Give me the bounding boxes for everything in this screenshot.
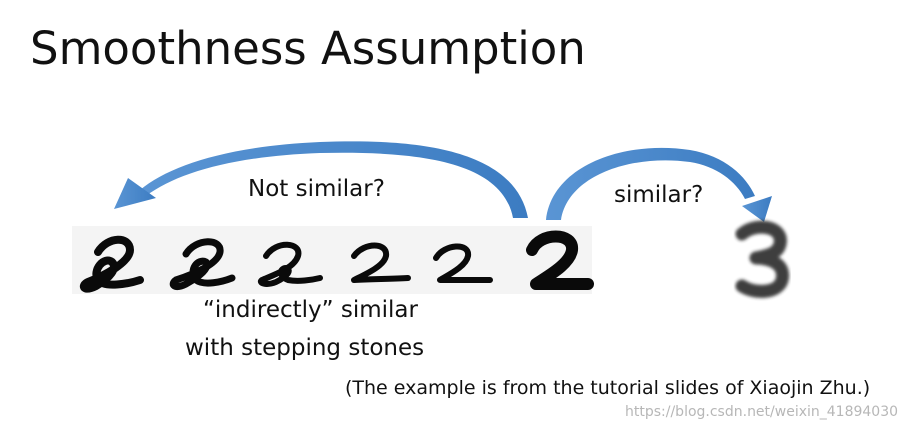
- similar-arrowhead: [742, 196, 772, 222]
- source-note: (The example is from the tutorial slides…: [345, 377, 871, 399]
- not-similar-arrow-shaft: [140, 141, 528, 218]
- watermark: https://blog.csdn.net/weixin_41894030: [625, 404, 899, 420]
- digit-sequence: [79, 230, 594, 293]
- slide-title: Smoothness Assumption: [30, 22, 586, 75]
- digit-2-step-2: [169, 238, 236, 290]
- digit-strip: [72, 226, 592, 294]
- not-similar-arrow: [114, 141, 528, 218]
- not-similar-label: Not similar?: [248, 176, 385, 202]
- digit-3-target: [735, 220, 790, 298]
- digit-2-step-6: [526, 230, 594, 290]
- digit-2-step-1: [79, 235, 144, 293]
- stepping-stones-caption-line1: “indirectly” similar: [203, 297, 418, 323]
- digit-2-step-5: [433, 243, 493, 283]
- similar-arrow: [546, 147, 772, 222]
- stepping-stones-caption-line2: with stepping stones: [185, 335, 425, 361]
- not-similar-arrowhead: [114, 178, 156, 209]
- digit-2-step-4: [351, 242, 411, 283]
- similar-arrow-shaft: [546, 147, 755, 220]
- similar-label: similar?: [614, 182, 704, 208]
- digit-2-step-3: [258, 241, 323, 287]
